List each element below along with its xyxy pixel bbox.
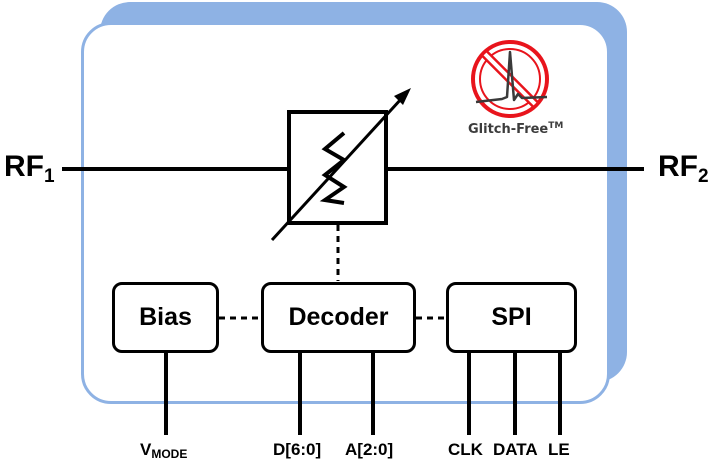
decoder-label: Decoder [288,303,389,331]
variable-arrow-head [394,88,411,105]
resistor-icon [319,131,348,205]
decoder-block: Decoder [261,282,416,353]
glitch-free-badge-text: Glitch-FreeTM [468,121,563,137]
spi-block: SPI [446,282,577,353]
a-bus-pin-label: A[2:0] [345,440,394,459]
rf-out-main: RF [658,150,698,183]
pulse-waveform [475,50,548,104]
trademark-symbol: TM [548,121,564,131]
glitch-free-icon [471,40,549,118]
glitch-free-text: Glitch-Free [468,122,549,137]
vmode-pin-label: VMODE [140,440,187,461]
vmode-main: V [140,440,152,459]
rf-in-sub: 1 [44,166,55,187]
d-bus-pin-label: D[6:0] [273,440,322,459]
data-pin-label: DATA [493,440,538,459]
rf-out-sub: 2 [698,166,709,187]
variable-arrow-line [270,96,404,242]
bias-block: Bias [112,282,219,353]
spi-label: SPI [491,303,532,331]
clk-pin-label: CLK [448,440,483,459]
vmode-sub: MODE [151,447,188,461]
rf-out-port-label: RF2 [658,150,709,188]
bias-label: Bias [139,303,192,331]
rf-in-main: RF [4,150,44,183]
rf-in-port-label: RF1 [4,150,55,188]
le-pin-label: LE [548,440,570,459]
